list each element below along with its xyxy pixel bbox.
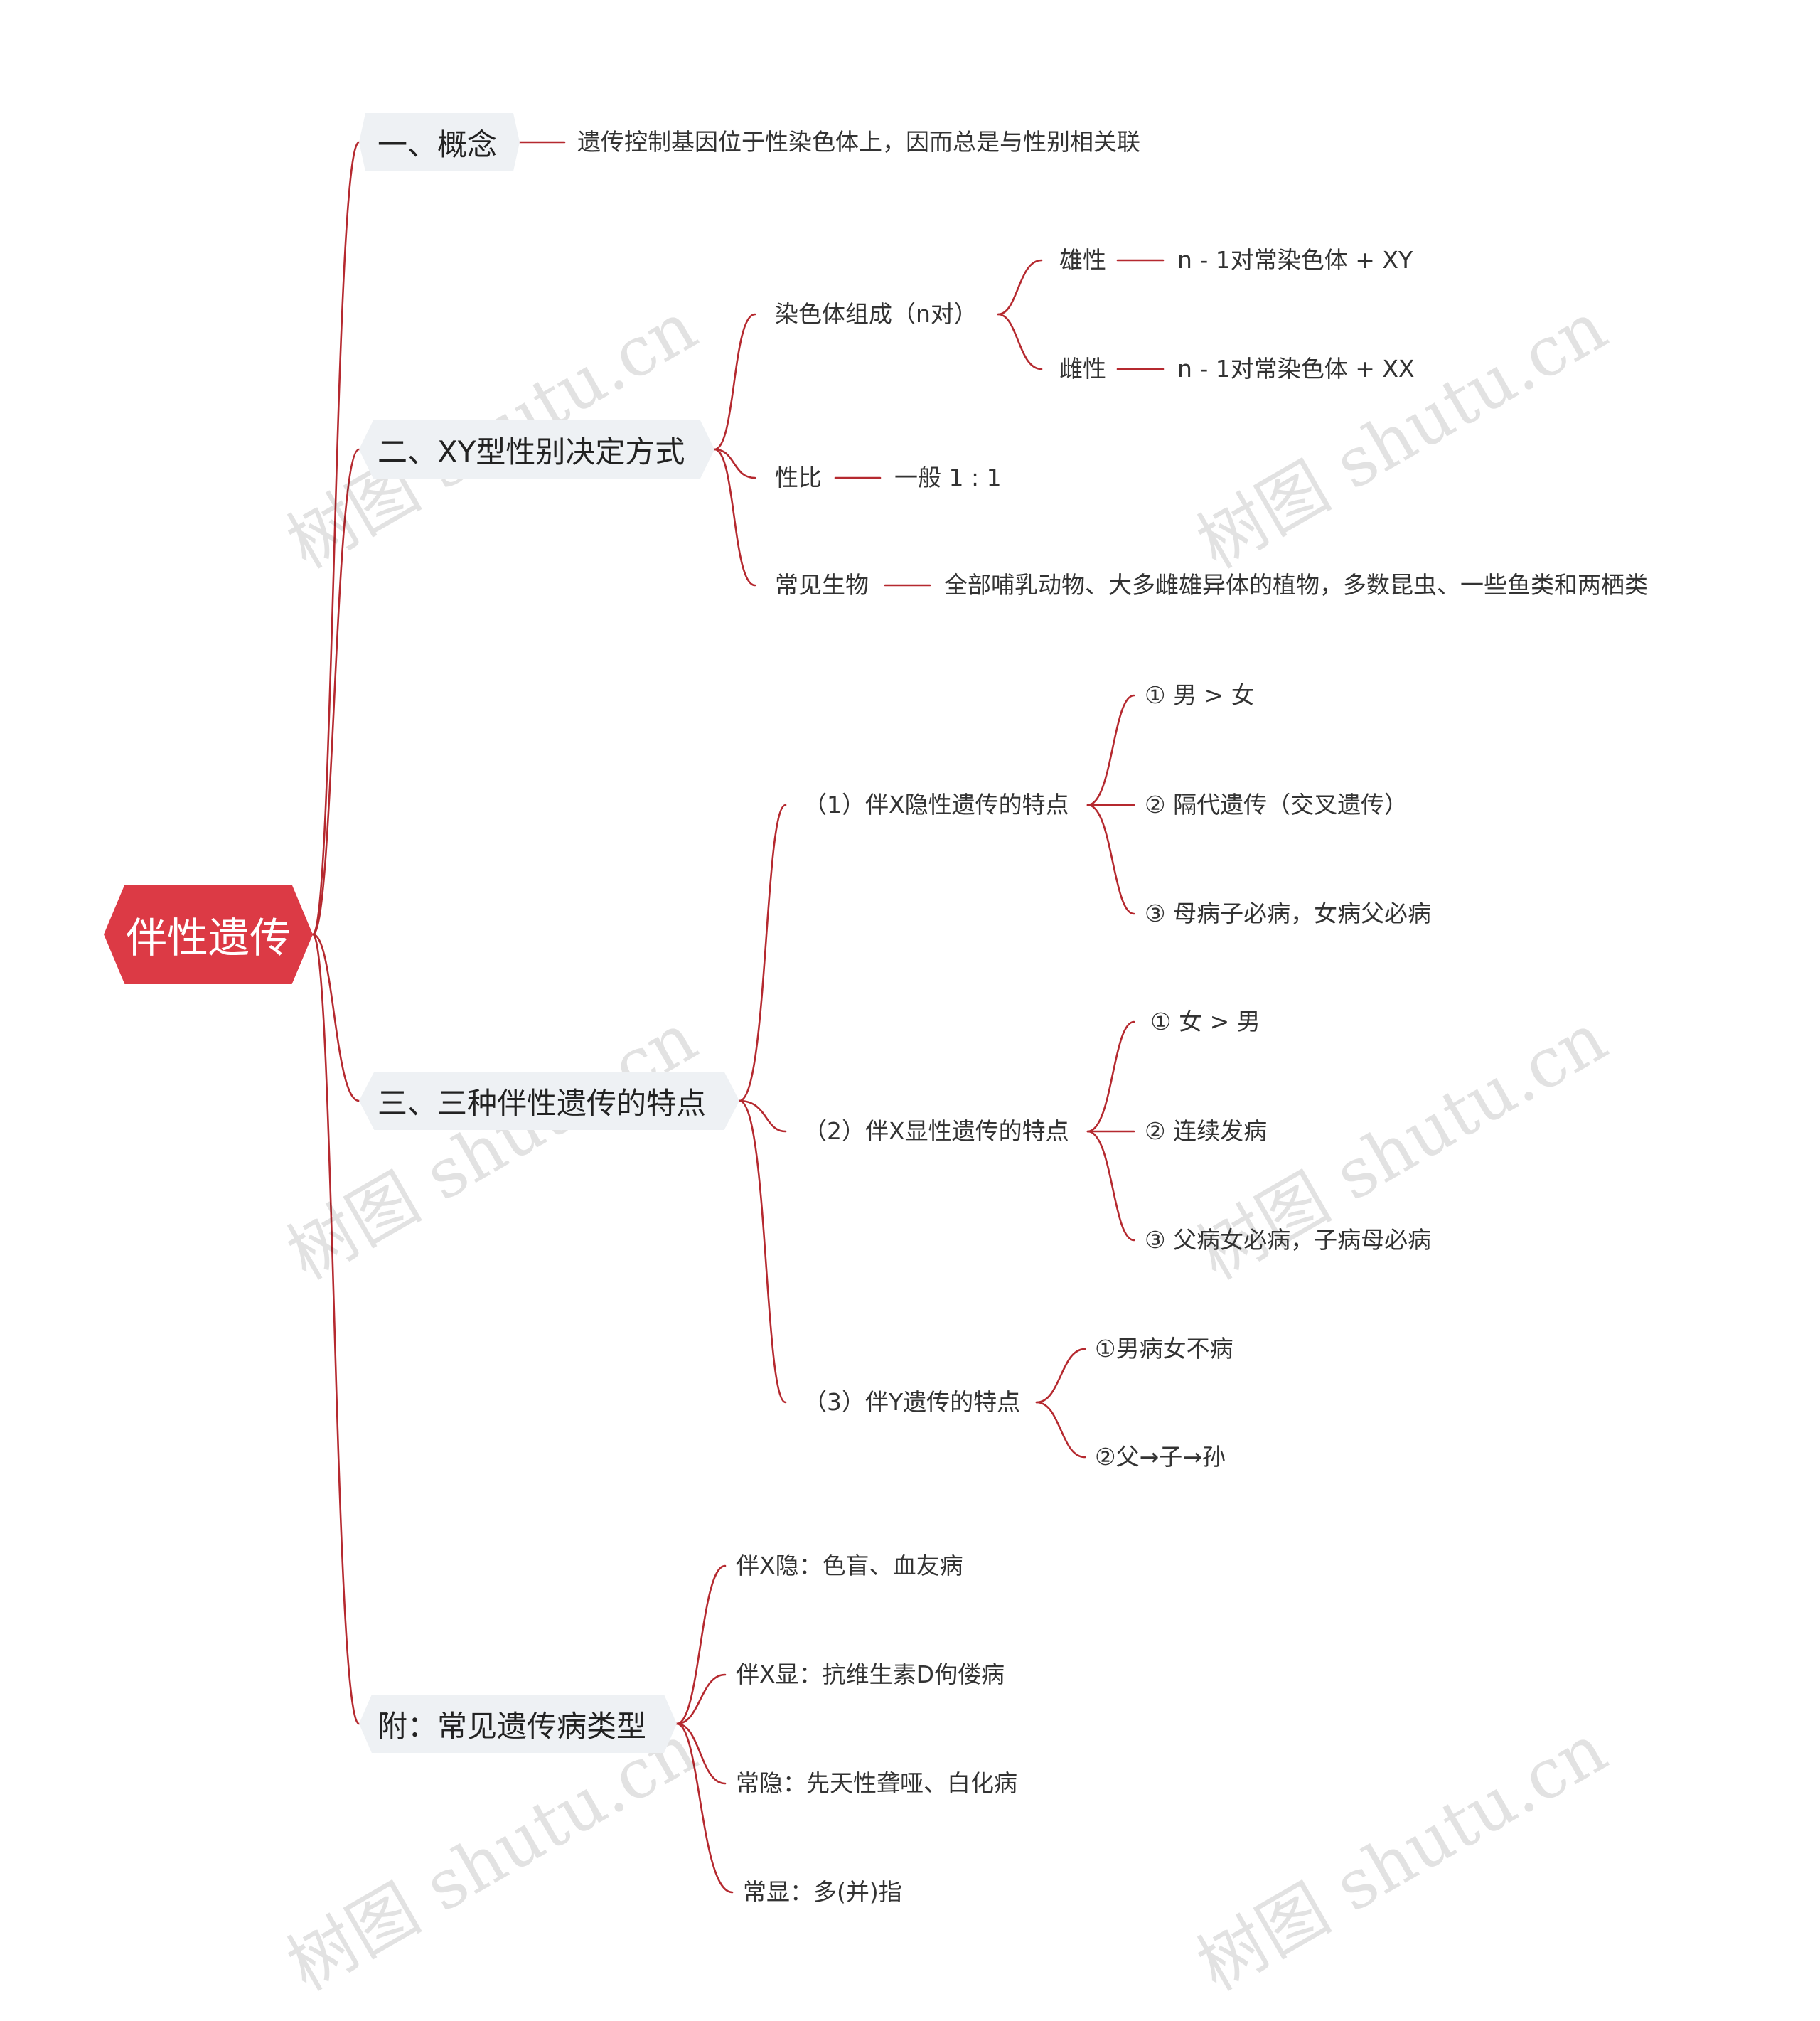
branch-xy-sex-determination[interactable]: 二、XY型性别决定方式	[359, 420, 714, 479]
disease-type[interactable]: 常隐：先天性聋哑、白化病	[736, 1769, 1017, 1797]
common-organisms[interactable]: 常见生物	[775, 571, 869, 599]
sex-ratio-value[interactable]: 一般 1 : 1	[894, 464, 1002, 491]
link-xr-1	[1086, 694, 1135, 806]
x-dominant-item[interactable]: ③ 父病女必病，子病母必病	[1145, 1226, 1432, 1254]
link-xd-1	[1086, 1020, 1135, 1133]
link-b2-chromosomes	[713, 313, 756, 451]
x-dominant[interactable]: （2）伴X显性遗传的特点	[803, 1117, 1069, 1145]
link-chromo-male	[997, 259, 1043, 316]
link-b4-2	[675, 1673, 727, 1725]
link-b4-4	[675, 1722, 734, 1894]
link-root-b2	[311, 448, 360, 936]
root-node[interactable]: 伴性遗传	[104, 885, 313, 984]
female-node[interactable]: 雌性	[1059, 355, 1106, 383]
x-recessive-item[interactable]: ③ 母病子必病，女病父必病	[1145, 900, 1432, 927]
y-linked[interactable]: （3）伴Y遗传的特点	[803, 1388, 1021, 1416]
link-b4-3	[675, 1722, 727, 1785]
sex-ratio[interactable]: 性比	[775, 464, 822, 491]
disease-type[interactable]: 伴X隐：色盲、血友病	[736, 1552, 963, 1579]
male-value[interactable]: n - 1对常染色体 + XY	[1177, 246, 1413, 274]
link-chromo-female	[997, 313, 1043, 370]
concept-detail[interactable]: 遗传控制基因位于性染色体上，因而总是与性别相关联	[577, 128, 1140, 156]
link-root-b4	[311, 933, 360, 1725]
y-linked-item[interactable]: ②父→子→孙	[1095, 1443, 1226, 1471]
common-organisms-value[interactable]: 全部哺乳动物、大多雌雄异体的植物，多数昆虫、一些鱼类和两栖类	[944, 571, 1648, 599]
link-b4-1	[675, 1564, 727, 1725]
link-xd-3	[1086, 1130, 1135, 1242]
link-root-b3	[311, 933, 360, 1102]
link-b3-xd	[738, 1099, 787, 1133]
branch-concept[interactable]: 一、概念	[359, 113, 520, 171]
link-y-1	[1035, 1348, 1086, 1404]
link-xr-3	[1086, 804, 1135, 915]
x-recessive-item[interactable]: ① 男 > 女	[1145, 681, 1255, 709]
branch-common-diseases[interactable]: 附：常见遗传病类型	[359, 1695, 677, 1753]
link-b3-y	[738, 1099, 787, 1404]
x-dominant-item[interactable]: ① 女 > 男	[1150, 1008, 1260, 1035]
link-b2-organisms	[713, 448, 756, 587]
link-y-2	[1035, 1401, 1086, 1459]
disease-type[interactable]: 伴X显：抗维生素D佝偻病	[736, 1660, 1005, 1688]
x-recessive-item[interactable]: ② 隔代遗传（交叉遗传）	[1145, 791, 1408, 818]
link-root-b1	[311, 141, 360, 936]
link-b2-ratio	[713, 448, 756, 479]
chromosome-composition[interactable]: 染色体组成（n对）	[775, 300, 978, 328]
disease-type[interactable]: 常显：多(并)指	[743, 1878, 902, 1906]
y-linked-item[interactable]: ①男病女不病	[1095, 1335, 1233, 1363]
link-b3-xr	[738, 804, 787, 1102]
branch-three-characteristics[interactable]: 三、三种伴性遗传的特点	[359, 1072, 739, 1130]
x-dominant-item[interactable]: ② 连续发病	[1145, 1117, 1268, 1145]
male-node[interactable]: 雄性	[1059, 246, 1106, 274]
female-value[interactable]: n - 1对常染色体 + XX	[1177, 355, 1415, 383]
x-recessive[interactable]: （1）伴X隐性遗传的特点	[803, 791, 1069, 818]
